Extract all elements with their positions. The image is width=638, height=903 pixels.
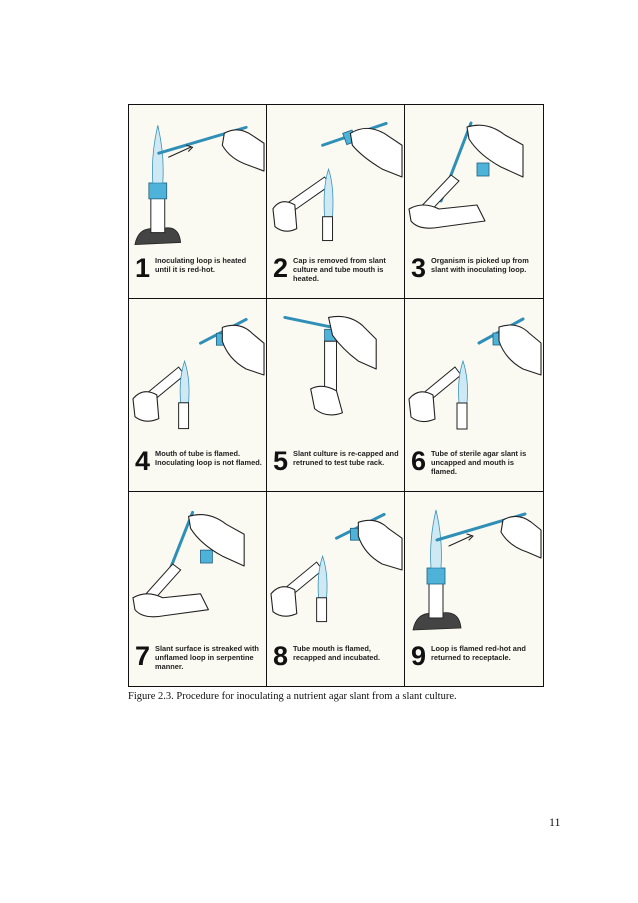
step-number: 9 xyxy=(411,641,427,671)
step-text: Mouth of tube is flamed. Inoculating loo… xyxy=(155,449,262,468)
step-number: 7 xyxy=(135,641,151,671)
step-text: Slant culture is re-capped and retruned … xyxy=(293,449,399,468)
step-text: Tube of sterile agar slant is uncapped a… xyxy=(431,449,527,477)
step-text: Inoculating loop is heated until it is r… xyxy=(155,255,247,274)
panel-caption: 3 Organism is picked up from slant with … xyxy=(411,254,539,294)
tube-mouth-flaming-illustration xyxy=(132,317,265,429)
panel-caption: 9 Loop is flamed red-hot and returned to… xyxy=(411,642,539,682)
panel-2: 2 Cap is removed from slant culture and … xyxy=(267,105,405,299)
panel-caption: 2 Cap is removed from slant culture and … xyxy=(273,254,400,294)
figure-caption: Figure 2.3. Procedure for inoculating a … xyxy=(128,691,457,702)
step-number: 8 xyxy=(273,641,289,671)
panel-8: 8 Tube mouth is flamed, recapped and inc… xyxy=(267,492,405,686)
procedure-figure: 1 Inoculating loop is heated until it is… xyxy=(128,104,544,687)
step-number: 1 xyxy=(135,252,151,283)
step-number: 4 xyxy=(135,446,151,477)
panel-caption: 1 Inoculating loop is heated until it is… xyxy=(135,254,262,294)
panel-caption: 6 Tube of sterile agar slant is uncapped… xyxy=(411,447,539,487)
step-number: 5 xyxy=(273,446,289,477)
organism-pickup-illustration xyxy=(408,121,524,229)
panel-5: 5 Slant culture is re-capped and retrune… xyxy=(267,298,405,493)
loop-flame-return-illustration xyxy=(412,510,542,631)
step-text: Tube mouth is flamed, recapped and incub… xyxy=(293,644,381,662)
step-text: Slant surface is streaked with unflamed … xyxy=(155,644,259,671)
panel-caption: 8 Tube mouth is flamed, recapped and inc… xyxy=(273,642,400,682)
panel-1: 1 Inoculating loop is heated until it is… xyxy=(129,105,267,299)
panel-caption: 5 Slant culture is re-capped and retrune… xyxy=(273,447,400,487)
panel-caption: 4 Mouth of tube is flamed. Inoculating l… xyxy=(135,447,262,487)
step-number: 3 xyxy=(411,252,427,283)
page-number: 11 xyxy=(549,815,561,829)
cap-removal-illustration xyxy=(272,121,403,242)
streaking-slant-illustration xyxy=(132,511,245,618)
step-text: Organism is picked up from slant with in… xyxy=(431,255,529,274)
step-number: 2 xyxy=(273,252,289,283)
step-text: Cap is removed from slant culture and tu… xyxy=(293,255,386,283)
step-number: 6 xyxy=(411,446,427,477)
bunsen-burner-loop-heating-illustration xyxy=(134,125,265,245)
panel-7: 7 Slant surface is streaked with unflame… xyxy=(129,492,267,686)
sterile-slant-flaming-illustration xyxy=(408,317,542,430)
panel-4: 4 Mouth of tube is flamed. Inoculating l… xyxy=(129,298,267,493)
step-text: Loop is flamed red-hot and returned to r… xyxy=(431,644,526,662)
panel-3: 3 Organism is picked up from slant with … xyxy=(405,105,543,299)
panel-6: 6 Tube of sterile agar slant is uncapped… xyxy=(405,299,543,493)
panel-9: 9 Loop is flamed red-hot and returned to… xyxy=(405,492,543,686)
recap-incubate-illustration xyxy=(270,513,403,623)
panel-caption: 7 Slant surface is streaked with unflame… xyxy=(135,642,262,682)
recapping-tube-illustration xyxy=(283,315,377,416)
